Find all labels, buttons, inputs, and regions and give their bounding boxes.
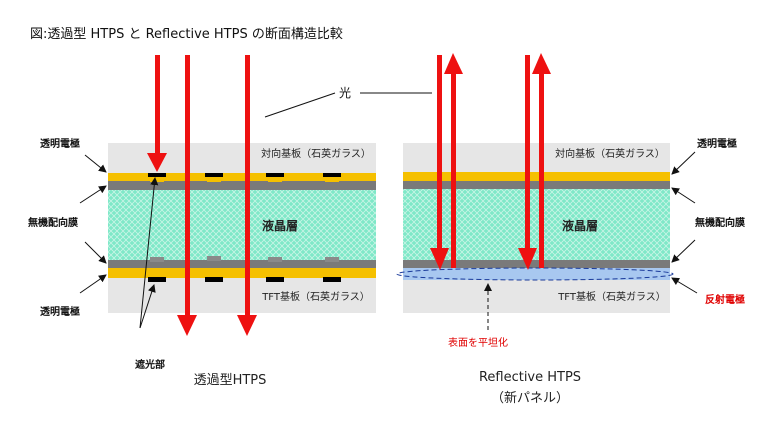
counter-substrate-label: 対向基板（石英ガラス） bbox=[555, 147, 665, 160]
transmissive-caption: 透過型HTPS bbox=[194, 373, 267, 388]
light-shield-label: 遮光部 bbox=[135, 358, 165, 371]
tft-substrate-label: TFT基板（石英ガラス） bbox=[557, 290, 666, 303]
counter-substrate-label: 対向基板（石英ガラス） bbox=[261, 147, 371, 160]
transparent-electrode-label-top: 透明電極 bbox=[40, 137, 80, 150]
transparent-electrode-label-bottom: 透明電極 bbox=[40, 305, 80, 318]
bottom-alignment-film bbox=[403, 260, 670, 268]
alignment-film-label-left: 無機配向膜 bbox=[28, 216, 78, 229]
light-rays-transmissive bbox=[147, 55, 257, 336]
planarized-surface-outline bbox=[396, 267, 674, 281]
transparent-electrode-label-right: 透明電極 bbox=[697, 137, 737, 150]
top-alignment-film bbox=[403, 181, 670, 189]
top-alignment-film bbox=[108, 181, 376, 190]
planarized-surface-label: 表面を平坦化 bbox=[448, 336, 508, 349]
transmissive-panel: 対向基板（石英ガラス） 液晶層 TFT基板（石英ガラス） bbox=[108, 143, 376, 313]
reflective-caption: Reflective HTPS bbox=[479, 370, 581, 385]
bottom-alignment-film bbox=[108, 260, 376, 268]
reflective-electrode-label: 反射電極 bbox=[705, 293, 745, 306]
alignment-film-label-right: 無機配向膜 bbox=[695, 216, 745, 229]
lc-layer-label: 液晶層 bbox=[262, 218, 298, 233]
tft-substrate-label: TFT基板（石英ガラス） bbox=[261, 290, 370, 303]
light-shields bbox=[148, 173, 341, 282]
lc-layer-label: 液晶層 bbox=[562, 218, 598, 233]
transparent-electrode bbox=[403, 172, 670, 181]
reflective-caption-sub: （新パネル） bbox=[491, 390, 569, 406]
diagram-title: 図:透過型 HTPS と Reflective HTPS の断面構造比較 bbox=[30, 27, 343, 42]
light-label: 光 bbox=[339, 86, 351, 100]
light-rays-reflective bbox=[430, 53, 551, 270]
reflective-electrode bbox=[403, 268, 670, 280]
top-transparent-electrode bbox=[108, 173, 376, 181]
bottom-transparent-electrode bbox=[108, 268, 376, 278]
